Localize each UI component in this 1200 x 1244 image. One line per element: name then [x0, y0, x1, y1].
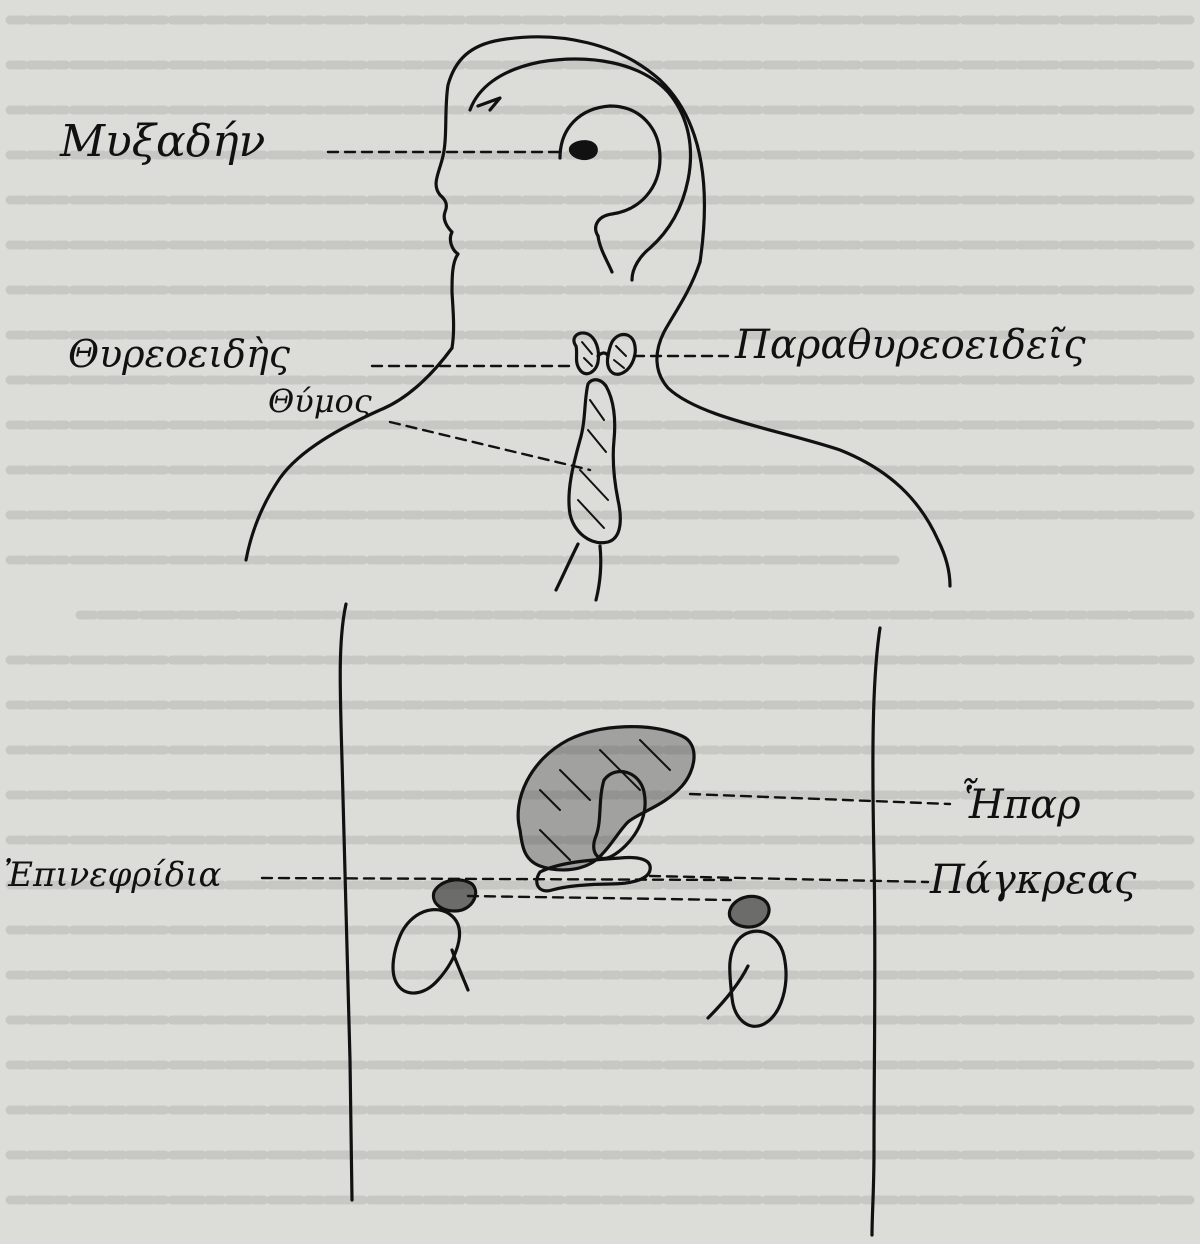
label-thyroid: Θυρεοειδὴς	[68, 335, 290, 373]
neck-left-shoulder	[246, 348, 452, 560]
kidney-right	[730, 931, 786, 1026]
thyroid-isthmus	[598, 353, 608, 356]
label-liver: Ἧπαρ	[960, 785, 1081, 825]
thyroid-left-lobe	[574, 333, 599, 374]
leader-liver	[690, 794, 950, 804]
head-outline	[436, 37, 704, 348]
label-pituitary: Μυξαδήν	[60, 120, 265, 164]
thyroid-right-lobe	[608, 335, 636, 375]
leader-adrenal-right	[468, 896, 730, 900]
pituitary-gland	[570, 142, 596, 159]
leader-adrenal	[262, 878, 732, 880]
label-parathyroid: Παραθυρεοειδεῖς	[735, 325, 1086, 365]
trachea-left	[556, 544, 578, 590]
label-adrenal: Ἐπινεφρίδια	[4, 858, 221, 892]
leader-thymus	[390, 422, 590, 470]
brain-stem	[598, 236, 612, 272]
thyroid-hatch	[582, 342, 626, 368]
kidney-left	[393, 910, 459, 993]
torso-left	[340, 604, 352, 1200]
liver	[518, 727, 694, 870]
brain-inner	[560, 106, 660, 236]
neck-right	[657, 262, 950, 586]
trachea-right	[596, 546, 601, 600]
brain-fold	[478, 98, 500, 110]
adrenal-right	[729, 896, 769, 927]
label-thymus: Θύμος	[268, 385, 372, 417]
ureter-right	[708, 966, 748, 1018]
label-pancreas: Πάγκρεας	[930, 860, 1136, 900]
torso-right	[872, 628, 880, 1235]
ureter-left	[452, 950, 468, 990]
